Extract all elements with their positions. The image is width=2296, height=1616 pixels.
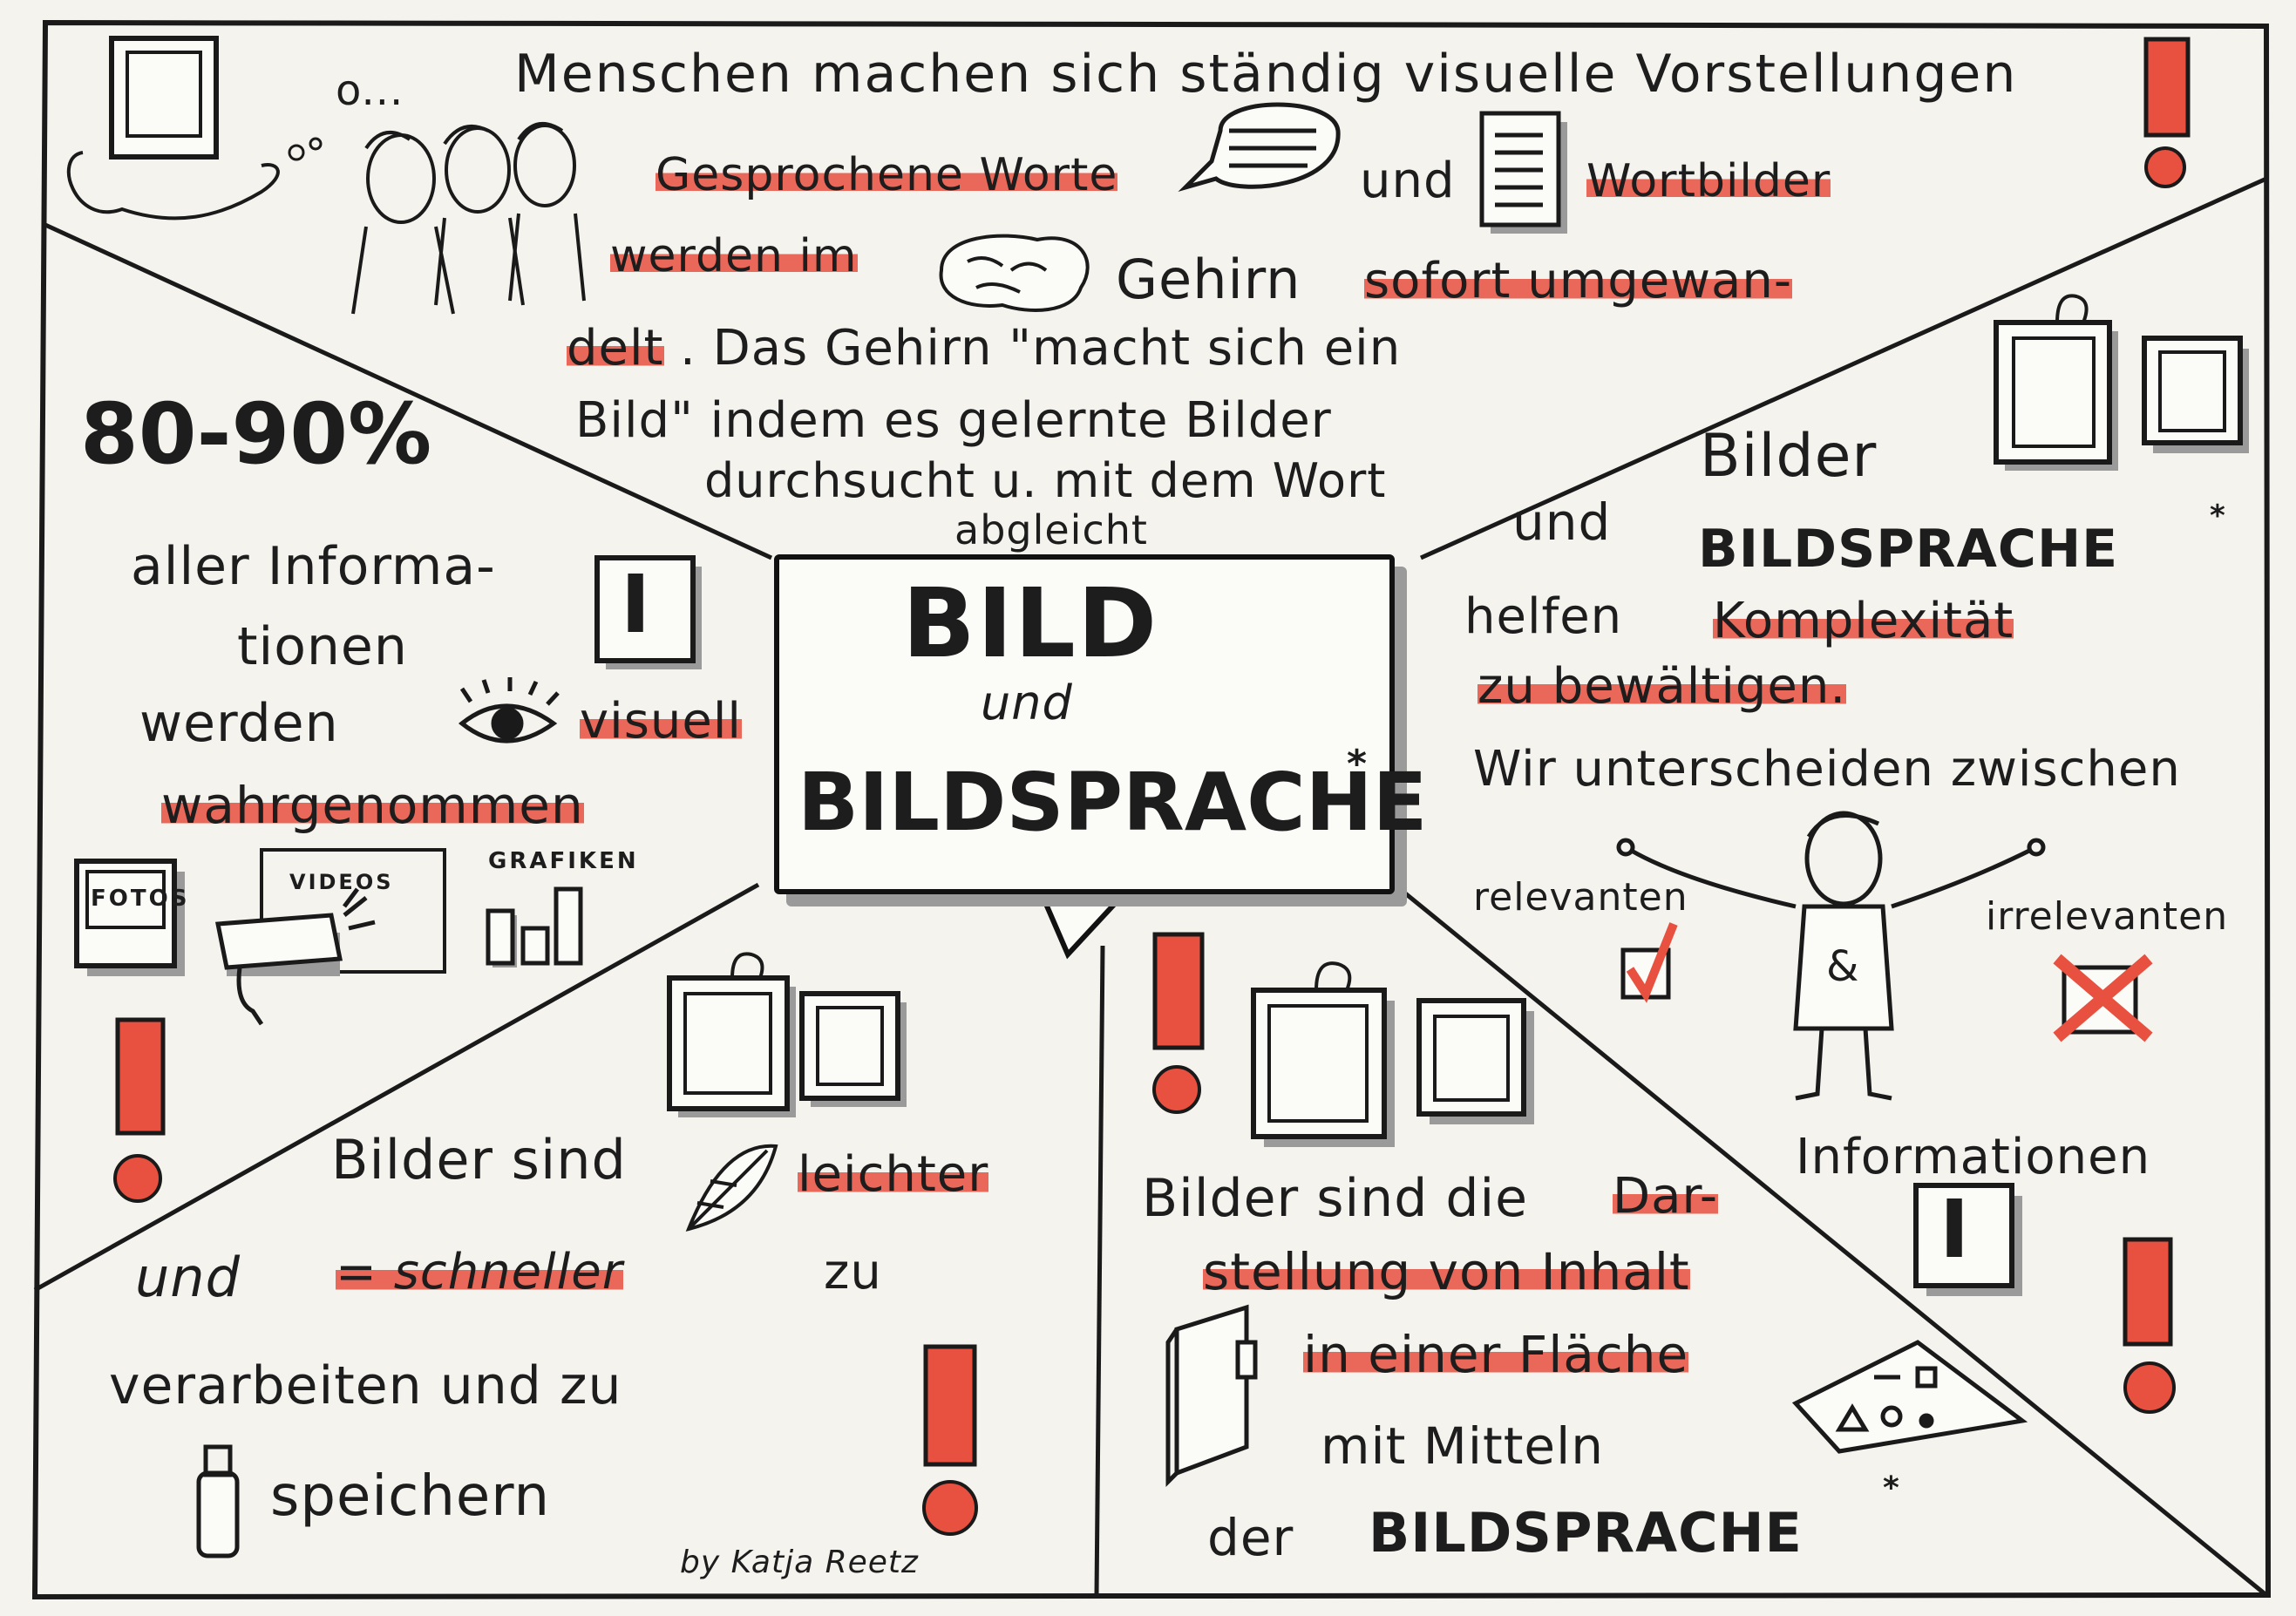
picture-frames-icon bbox=[1994, 294, 2249, 471]
book-icon bbox=[1165, 1304, 1258, 1488]
checkbox-crossed-icon bbox=[2053, 954, 2153, 1042]
bottom-right-line-1: Bilder sind die bbox=[1142, 1168, 1529, 1229]
info-icon bbox=[594, 555, 702, 669]
bar-graphic-icon bbox=[486, 886, 583, 968]
left-info-letter: I bbox=[621, 558, 653, 651]
exclamation-icon bbox=[922, 1344, 978, 1536]
bottom-left-zu: zu bbox=[824, 1244, 882, 1300]
divider-bottom-center bbox=[1094, 945, 1105, 1596]
bottom-right-highlight-darstellung: stellung von Inhalt bbox=[1203, 1242, 1690, 1301]
speech-bubble-icon bbox=[1178, 102, 1341, 193]
left-line-1: aller Informa- bbox=[131, 536, 496, 597]
left-percent: 80-90% bbox=[80, 385, 432, 483]
left-fotos-label: FOTOS bbox=[91, 886, 190, 912]
document-icon bbox=[1479, 111, 1567, 234]
bottom-right-der: der bbox=[1207, 1508, 1294, 1567]
top-und: und bbox=[1360, 153, 1456, 209]
right-helfen: helfen bbox=[1464, 588, 1623, 645]
person-icon bbox=[1616, 811, 2046, 1101]
top-line-1: Menschen machen sich ständig visuelle Vo… bbox=[514, 44, 2018, 105]
bottom-left-highlight-schneller: = schneller bbox=[336, 1244, 623, 1300]
feather-icon bbox=[685, 1144, 778, 1232]
bottom-left-highlight-leichter: leichter bbox=[798, 1146, 989, 1203]
bottom-right-highlight-dar: Dar- bbox=[1613, 1168, 1719, 1225]
top-highlight-werden-im: werden im bbox=[610, 230, 858, 282]
divider-bottom-left bbox=[33, 882, 760, 1293]
picture-frames-icon bbox=[667, 952, 907, 1117]
center-asterisk: * bbox=[1347, 742, 1369, 786]
right-highlight-bewaeltigen: zu bewältigen. bbox=[1477, 658, 1847, 715]
shapes-board-icon bbox=[1791, 1340, 2028, 1454]
bottom-left-und: und bbox=[135, 1246, 241, 1309]
usb-stick-icon bbox=[196, 1444, 240, 1558]
left-videos-label: VIDEOS bbox=[289, 870, 394, 894]
photo-icon bbox=[74, 859, 185, 976]
right-unterscheiden: Wir unterscheiden zwischen bbox=[1473, 741, 2181, 798]
exclamation-icon bbox=[2143, 37, 2191, 188]
top-gehirn: Gehirn bbox=[1116, 248, 1301, 311]
credit-line: by Katja Reetz bbox=[680, 1545, 919, 1580]
bottom-right-bildsprache: BILDSPRACHE bbox=[1369, 1501, 1803, 1565]
top-highlight-spoken-words: Gesprochene Worte bbox=[656, 149, 1118, 201]
left-grafiken-label: GRAFIKEN bbox=[488, 848, 639, 874]
info-icon bbox=[1913, 1183, 2022, 1296]
right-bildsprache: BILDSPRACHE bbox=[1698, 519, 2119, 580]
top-rest-4: abgleicht bbox=[954, 506, 1148, 553]
exclamation-icon bbox=[113, 1017, 166, 1203]
brain-icon bbox=[939, 234, 1090, 312]
eye-icon bbox=[458, 677, 560, 743]
right-ampersand: & bbox=[1826, 942, 1860, 991]
right-und: und bbox=[1512, 492, 1612, 552]
top-rest-2: Bild" indem es gelernte Bilder bbox=[575, 392, 1332, 449]
center-box-tail bbox=[1035, 881, 1136, 960]
center-subtitle: BILDSPRACHE bbox=[798, 756, 1428, 849]
left-line-2: tionen bbox=[237, 616, 408, 677]
right-info-letter: I bbox=[1939, 1183, 1972, 1276]
top-rest-1: . Das Gehirn "macht sich ein bbox=[680, 320, 1402, 377]
divider-top-right bbox=[1419, 176, 2268, 560]
top-rest-3: durchsucht u. mit dem Wort bbox=[704, 453, 1387, 508]
bottom-left-line-4: speichern bbox=[270, 1464, 550, 1529]
exclamation-icon bbox=[2123, 1237, 2176, 1414]
right-informationen: Informationen bbox=[1796, 1129, 2151, 1185]
video-projector-icon bbox=[214, 848, 446, 1026]
left-highlight-visuell: visuell bbox=[580, 693, 742, 750]
top-highlight-delt: delt bbox=[567, 320, 664, 377]
bottom-right-line-4: mit Mitteln bbox=[1321, 1416, 1604, 1476]
exclamation-icon bbox=[1152, 932, 1205, 1114]
bottom-right-asterisk: * bbox=[1883, 1470, 1901, 1506]
bottom-left-line-3: verarbeiten und zu bbox=[109, 1355, 622, 1416]
divider-bottom-right bbox=[1393, 883, 2268, 1597]
right-bilder: Bilder bbox=[1700, 422, 1878, 491]
picture-frames-icon bbox=[1251, 961, 1534, 1147]
bottom-right-highlight-flaeche: in einer Fläche bbox=[1303, 1325, 1689, 1384]
right-relevanten: relevanten bbox=[1473, 875, 1688, 920]
thought-bubble-icon bbox=[66, 36, 323, 221]
right-highlight-komplexitaet: Komplexität bbox=[1713, 593, 2014, 649]
top-highlight-wordimages: Wortbilder bbox=[1586, 155, 1831, 207]
top-highlight-sofort: sofort umgewan- bbox=[1364, 253, 1793, 309]
checkbox-checked-icon bbox=[1620, 922, 1678, 1003]
right-asterisk: * bbox=[2210, 499, 2227, 533]
right-irrelevanten: irrelevanten bbox=[1986, 894, 2229, 939]
people-group-icon bbox=[351, 122, 586, 315]
left-line-3: werden bbox=[139, 693, 339, 754]
outer-frame bbox=[31, 19, 2272, 1600]
left-highlight-wahrgenommen: wahrgenommen bbox=[161, 776, 584, 835]
bottom-left-line-1: Bilder sind bbox=[331, 1128, 627, 1192]
center-connector: und bbox=[981, 676, 1073, 730]
thought-dots: o... bbox=[336, 66, 404, 115]
center-title: BILD bbox=[902, 567, 1159, 679]
center-title-box bbox=[774, 554, 1395, 894]
divider-top-left bbox=[44, 222, 773, 560]
